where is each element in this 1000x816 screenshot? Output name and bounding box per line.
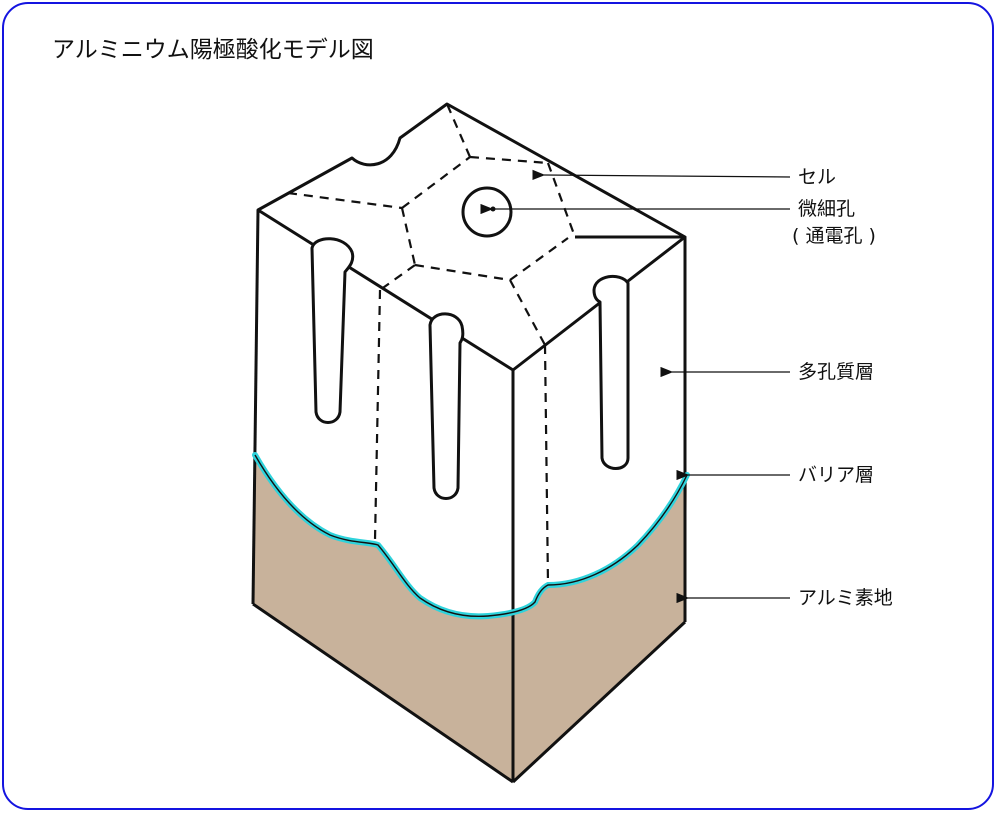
pore-right (592, 274, 630, 470)
top-face (256, 102, 687, 372)
label-pore: 微細孔 (798, 198, 856, 220)
leader-lines (480, 169, 791, 604)
label-cell: セル (798, 166, 837, 188)
pore-opening (461, 186, 513, 238)
cell-boundaries (287, 103, 577, 586)
label-aluminum-base: アルミ素地 (798, 587, 893, 609)
label-porous-layer: 多孔質層 (798, 361, 875, 383)
diagram-title: アルミニウム陽極酸化モデル図 (52, 37, 374, 63)
pore-left-2 (428, 312, 465, 500)
label-pore-sub: ( 通電孔 ) (792, 225, 876, 247)
barrier-layer-core (254, 454, 688, 618)
label-barrier-layer: バリア層 (798, 464, 875, 486)
block-edges (251, 209, 687, 784)
pore-left-1 (310, 237, 355, 424)
